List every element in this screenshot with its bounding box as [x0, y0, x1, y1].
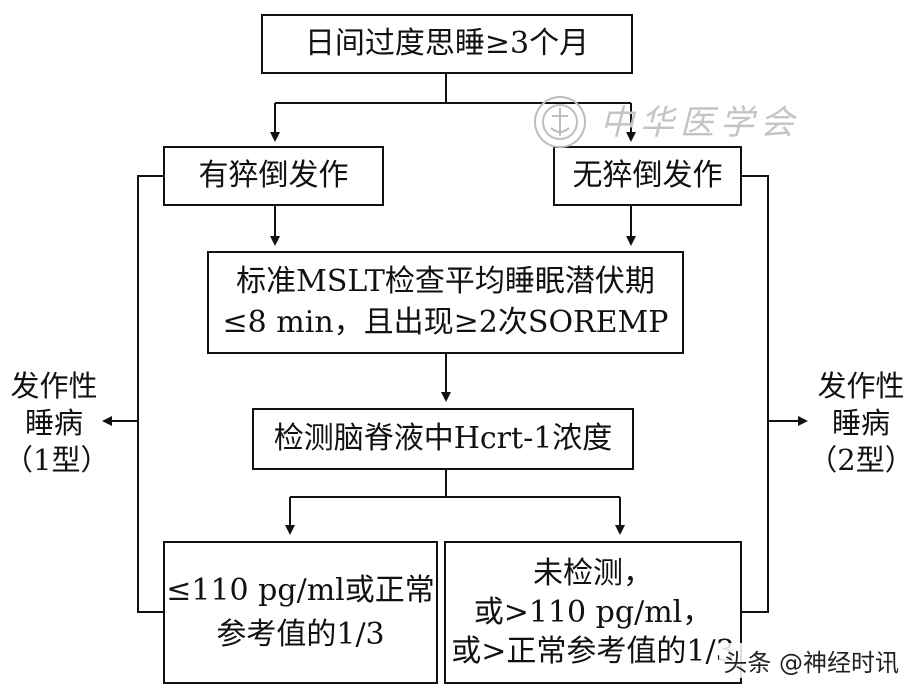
node-without-cataplexy: 无猝倒发作: [553, 146, 742, 206]
outcome-type-2: 发作性 睡病 （2型）: [806, 368, 916, 479]
node-text: 无猝倒发作: [572, 158, 723, 193]
outcome-line-1: 发作性: [10, 369, 98, 403]
outcome-line-3: （2型）: [808, 443, 914, 478]
node-result-other: 未检测， 或>110 pg/ml， 或>正常参考值的1/3: [444, 541, 742, 684]
bracket-right: [742, 175, 796, 613]
watermark-seal-logo: 中华医学会: [534, 96, 800, 148]
connector-top-split: [275, 72, 631, 104]
node-csf-hcrt1: 检测脑脊液中Hcrt-1浓度: [252, 408, 634, 470]
node-mslt: 标准MSLT检查平均睡眠潜伏期 ≤8 min，且出现≥2次SOREMP: [207, 251, 684, 354]
outcome-line-1: 发作性: [817, 369, 905, 403]
node-text: 检测脑脊液中Hcrt-1浓度: [273, 421, 613, 456]
node-text-line-3: 或>正常参考值的1/3: [451, 634, 735, 669]
node-text-line-1: 未检测，: [533, 556, 653, 591]
node-text-line-2: 参考值的1/3: [216, 616, 385, 652]
node-with-cataplexy: 有猝倒发作: [163, 146, 384, 206]
svg-text:中华医学会: 中华医学会: [600, 103, 800, 143]
outcome-line-3: （1型）: [4, 443, 110, 478]
node-text-line-1: 标准MSLT检查平均睡眠潜伏期: [236, 264, 655, 299]
source-credit: 头条 @神经时讯: [719, 643, 903, 678]
bracket-left: [113, 175, 163, 613]
node-text: 有猝倒发作: [198, 158, 349, 193]
node-text-line-1: ≤110 pg/ml或正常: [166, 573, 435, 608]
node-text-line-2: ≤8 min，且出现≥2次SOREMP: [222, 304, 669, 340]
outcome-line-2: 睡病: [831, 406, 890, 441]
node-excessive-daytime-sleepiness: 日间过度思睡≥3个月: [261, 14, 633, 74]
node-text-line-2: 或>110 pg/ml，: [473, 595, 713, 630]
node-result-low: ≤110 pg/ml或正常 参考值的1/3: [163, 541, 438, 684]
outcome-line-2: 睡病: [24, 406, 83, 441]
node-text: 日间过度思睡≥3个月: [304, 26, 590, 61]
outcome-type-1: 发作性 睡病 （1型）: [4, 368, 110, 479]
connector-csf-split: [290, 468, 620, 498]
